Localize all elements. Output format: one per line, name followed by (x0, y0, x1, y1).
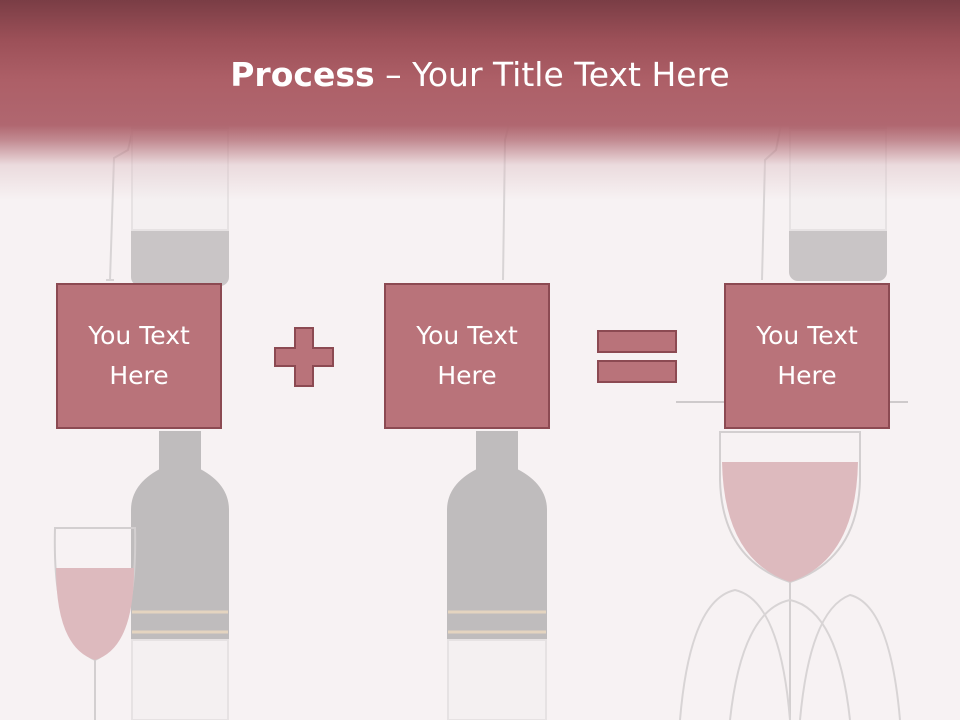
title-band (0, 0, 960, 200)
title-separator: – (374, 55, 413, 94)
process-box-3[interactable]: You Text Here (724, 283, 890, 429)
process-box-2-text: You Text Here (416, 321, 518, 390)
title-rest: Your Title Text Here (412, 55, 730, 94)
process-box-3-text: You Text Here (756, 321, 858, 390)
title-bold-part: Process (230, 55, 375, 94)
process-box-1-text: You Text Here (88, 321, 190, 390)
equals-icon (597, 330, 677, 383)
plus-icon (274, 327, 334, 387)
process-box-1[interactable]: You Text Here (56, 283, 222, 429)
slide-title[interactable]: Process – Your Title Text Here (0, 52, 960, 98)
process-box-2[interactable]: You Text Here (384, 283, 550, 429)
